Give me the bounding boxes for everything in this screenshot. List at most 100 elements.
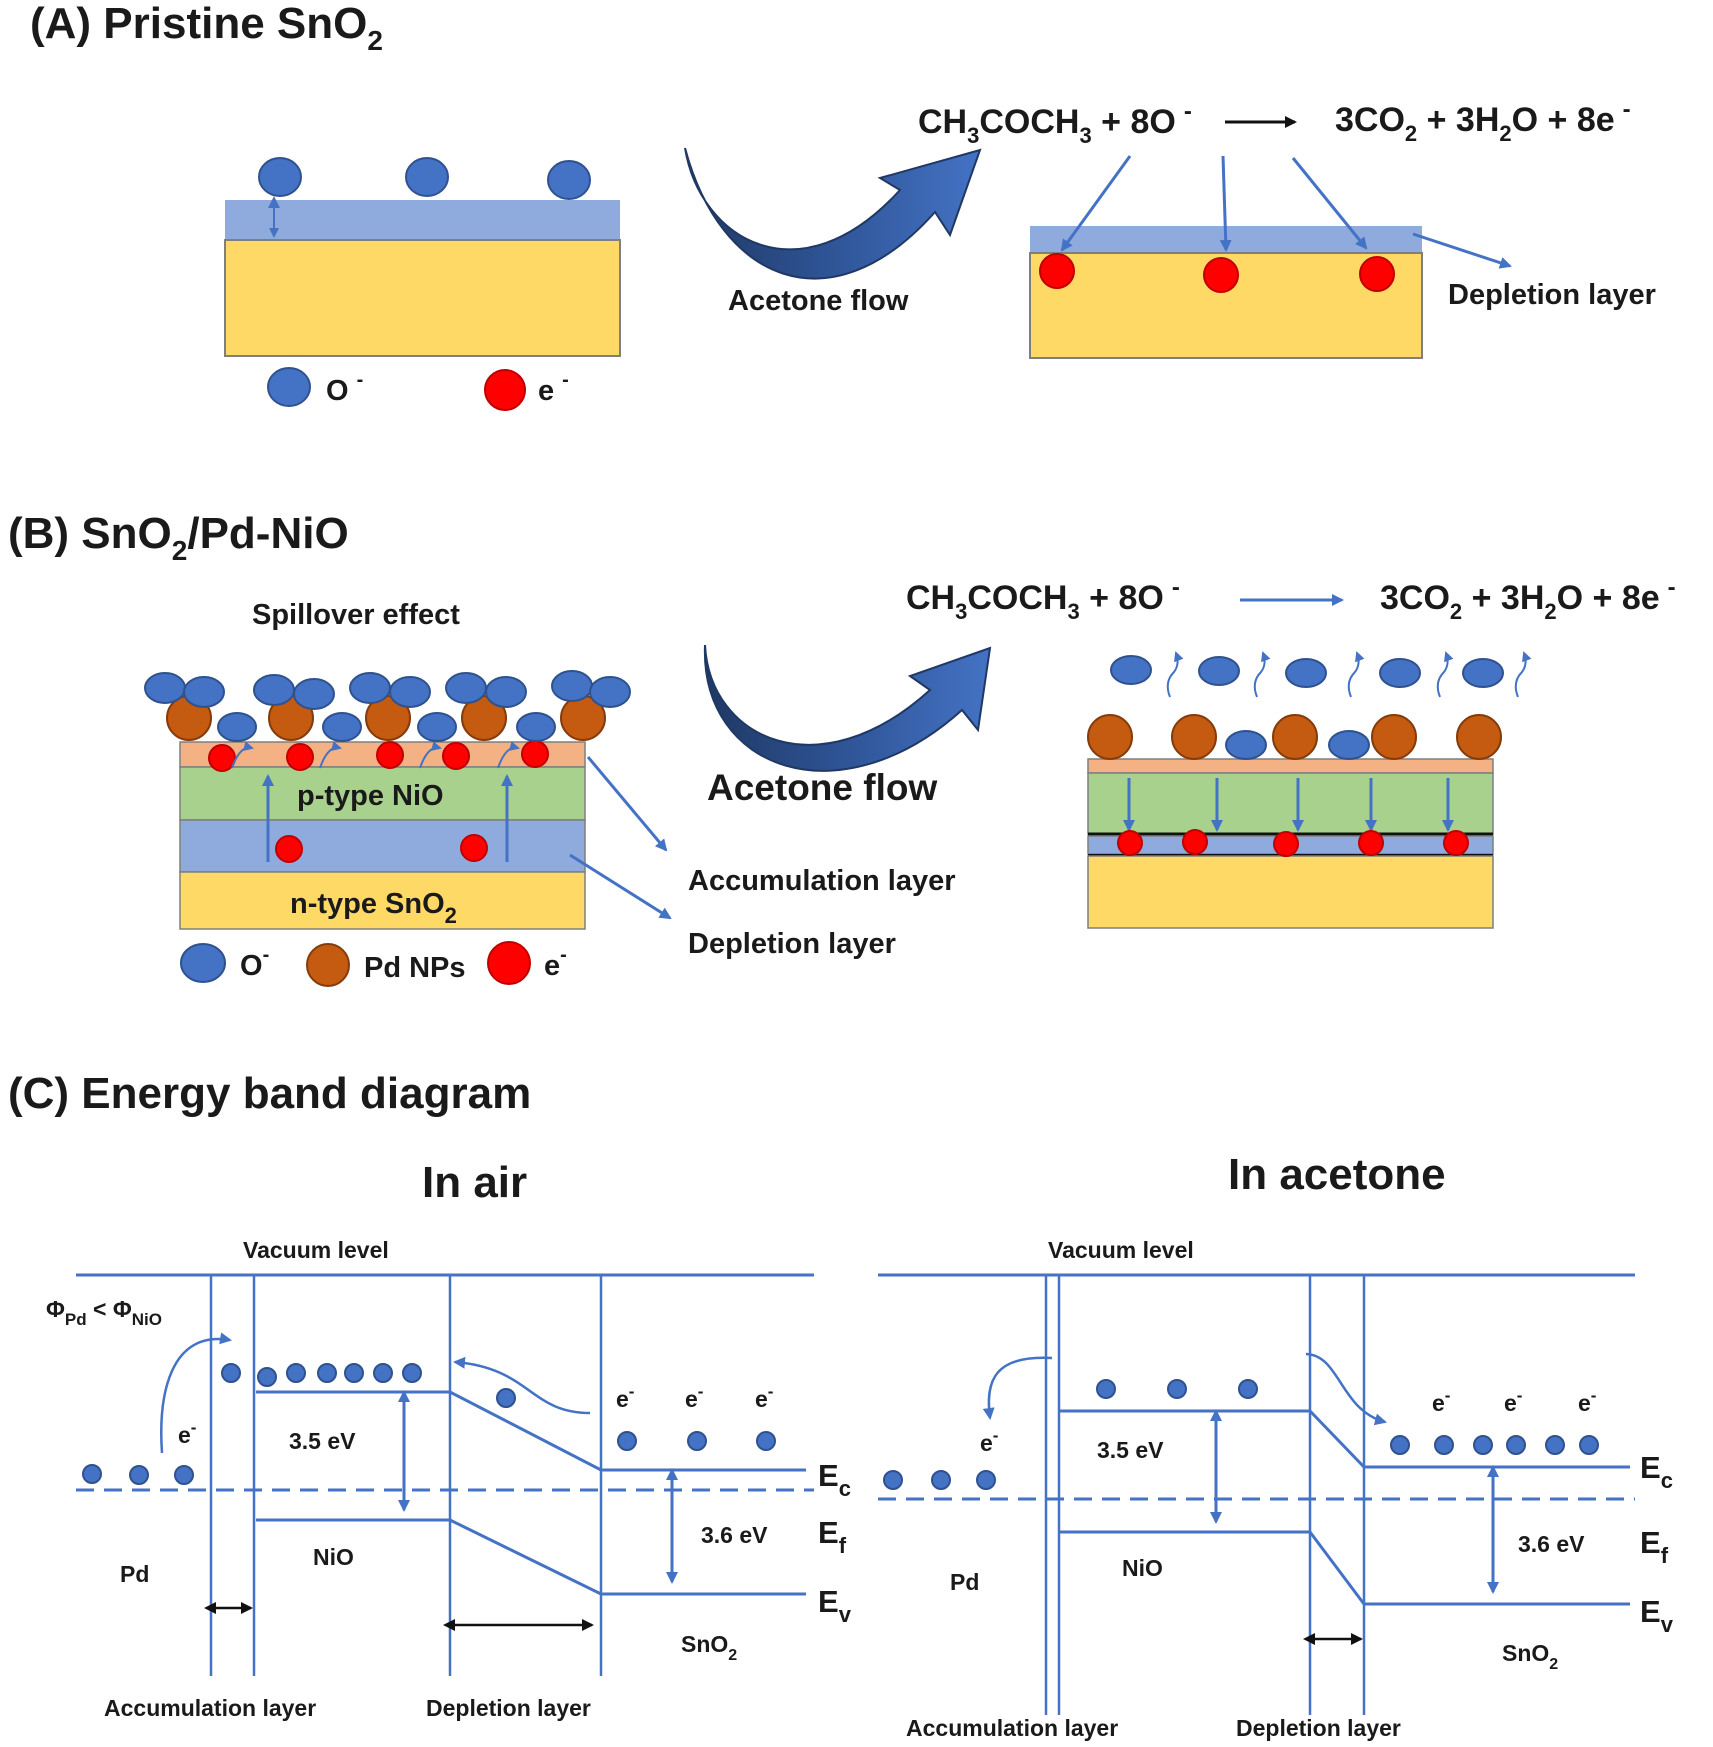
electron-dot <box>174 1465 194 1485</box>
legend-o-label: O- <box>326 369 363 407</box>
oxygen-ion <box>322 712 362 742</box>
electron-dot <box>931 1470 951 1490</box>
spillover-arrow <box>497 741 520 769</box>
oxygen-ion <box>445 672 487 704</box>
ef-label-air: Ef <box>818 1515 847 1558</box>
electron-dot <box>496 1388 516 1408</box>
legend-oxygen-ion <box>267 367 311 407</box>
nio-layer-b <box>179 766 586 821</box>
nio-to-pd-transfer-arrow <box>982 1356 1053 1420</box>
electron <box>376 741 404 769</box>
valence-band-air <box>256 1518 806 1596</box>
oxygen-ion <box>258 157 302 197</box>
acetone-flow-label-b: Acetone flow <box>707 767 937 808</box>
pd-nanoparticle <box>1456 714 1502 760</box>
oxygen-ion <box>1328 730 1370 760</box>
electron-dot <box>1238 1379 1258 1399</box>
depletion-layer-label-b: Depletion layer <box>688 928 896 960</box>
released-oxygen-ion <box>1285 658 1327 688</box>
acetone-flow-arrow-b <box>703 644 992 772</box>
band-diagram-air: In air Vacuum level ΦPd < ΦNiO 3.5 eV 3.… <box>46 1158 852 1721</box>
electron <box>1359 256 1395 292</box>
legend-oxygen-ion-b <box>180 943 226 983</box>
oxygen-ion <box>293 678 335 710</box>
ef-label-acetone: Ef <box>1640 1525 1669 1568</box>
legend-e-label: e- <box>538 369 569 407</box>
accumulation-layer-label-acetone: Accumulation layer <box>906 1715 1118 1741</box>
electron-dot <box>286 1363 306 1383</box>
depletion-pointer-a <box>1412 232 1512 269</box>
electron-dot <box>317 1363 337 1383</box>
spillover-effect-label: Spillover effect <box>252 599 460 631</box>
oxygen-ion <box>253 674 295 706</box>
reaction-equation-b-right: 3CO2 + 3H2O + 8e- <box>1380 574 1676 624</box>
electron-dot <box>1506 1435 1526 1455</box>
depletion-layer-label-acetone: Depletion layer <box>1236 1715 1401 1741</box>
desorption-arrow <box>1347 651 1365 698</box>
desorption-arrow <box>1514 651 1532 698</box>
ec-label-air: Ec <box>818 1458 851 1501</box>
sno2-bulk-a-left <box>224 239 621 357</box>
oxygen-ion <box>405 157 449 197</box>
oxygen-ion <box>389 676 431 708</box>
pd-to-nio-transfer-arrow <box>160 1332 232 1454</box>
acetone-flow-label-a: Acetone flow <box>728 285 909 317</box>
desorption-arrow <box>1166 651 1184 698</box>
sno2-bandgap-label-air: 3.6 eV <box>701 1522 768 1548</box>
sno2-layer-b-right <box>1087 855 1494 929</box>
depletion-pointer-b <box>569 853 672 920</box>
electron-dot <box>976 1470 996 1490</box>
nio-region-label-air: NiO <box>313 1544 354 1570</box>
accumulation-layer-label: Accumulation layer <box>688 865 956 897</box>
electron <box>1358 830 1384 856</box>
electron-dot <box>687 1431 707 1451</box>
pd-region-label-air: Pd <box>120 1561 149 1587</box>
electron <box>1117 830 1143 856</box>
electron-release-arrow <box>1060 155 1132 252</box>
electron-dot <box>402 1363 422 1383</box>
nio-bandgap-label-acetone: 3.5 eV <box>1097 1437 1164 1463</box>
electron-dot <box>1579 1435 1599 1455</box>
oxygen-ion <box>485 676 527 708</box>
legend-electron <box>484 369 526 411</box>
spillover-arrow <box>419 741 442 769</box>
pd-nanoparticle <box>1171 714 1217 760</box>
valence-band-acetone <box>1059 1530 1630 1606</box>
acetone-flow-arrow-a <box>684 147 982 280</box>
vacuum-level-label-air: Vacuum level <box>243 1237 389 1263</box>
depletion-layer-label-air: Depletion layer <box>426 1695 591 1721</box>
sno2-bandgap-label-acetone: 3.6 eV <box>1518 1531 1585 1557</box>
accumulation-layer-b-right <box>1087 758 1494 774</box>
panel-a: (A) Pristine SnO2 O- e- Acetone flow CH3… <box>30 0 1656 411</box>
electron-dot <box>129 1465 149 1485</box>
electron-dot <box>756 1431 776 1451</box>
pd-nanoparticle <box>1087 714 1133 760</box>
electron <box>1273 831 1299 857</box>
e-label-air-pd: e- <box>178 1418 196 1448</box>
electron-dot <box>373 1363 393 1383</box>
nio-bandgap-label-air: 3.5 eV <box>289 1428 356 1454</box>
sno2-to-nio-transfer-arrow <box>453 1356 591 1415</box>
e-label-acetone-pd: e- <box>980 1426 998 1456</box>
electron-dot <box>1390 1435 1410 1455</box>
reaction-equation-a-left: CH3COCH3 + 8O- <box>918 98 1192 148</box>
electron-dot <box>1545 1435 1565 1455</box>
reaction-equation-a-right: 3CO2 + 3H2O + 8e- <box>1335 96 1631 146</box>
electron <box>1203 257 1239 293</box>
legend-pd-label: Pd NPs <box>364 952 466 984</box>
nio-to-sno2-transfer-arrow <box>1305 1352 1387 1426</box>
pd-region-label-acetone: Pd <box>950 1569 979 1595</box>
pd-nanoparticle <box>1272 714 1318 760</box>
ev-label-acetone: Ev <box>1640 1594 1674 1637</box>
in-air-heading: In air <box>422 1158 527 1207</box>
panel-a-title: (A) Pristine SnO2 <box>30 0 383 56</box>
legend-pd-np <box>306 943 350 987</box>
electron-dot <box>1096 1379 1116 1399</box>
electron-dot <box>1167 1379 1187 1399</box>
oxygen-ion <box>589 676 631 708</box>
oxygen-ion <box>516 712 556 742</box>
e-label-acetone: e- <box>1578 1386 1596 1416</box>
vacuum-level-label-acetone: Vacuum level <box>1048 1237 1194 1263</box>
oxygen-ion <box>1225 730 1267 760</box>
